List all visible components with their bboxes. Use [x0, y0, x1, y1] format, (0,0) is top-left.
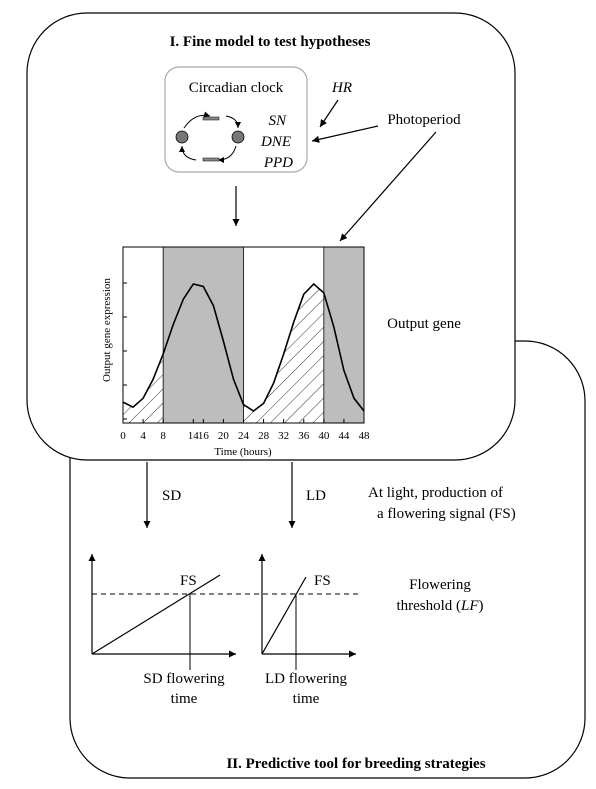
x-tick-label: 16: [198, 430, 210, 442]
hr-arrow: [319, 99, 339, 128]
signal-text-line2: a flowering signal (FS): [377, 506, 516, 522]
panel-top-title: I. Fine model to test hypotheses: [170, 34, 371, 50]
panel-bottom-title: II. Predictive tool for breeding strateg…: [226, 756, 485, 772]
x-tick-label: 32: [278, 430, 289, 442]
chart-y-axis-label: Output gene expression: [101, 278, 113, 382]
factor-sn: SN: [268, 113, 287, 129]
x-tick-label: 14: [188, 430, 200, 442]
sd-label: SD: [162, 488, 181, 504]
clock-gene-a-node: [175, 130, 189, 144]
panel-top-frame: [26, 12, 516, 461]
clock-loop-right-arrow: [225, 115, 241, 129]
dark-period-0: [162, 246, 244, 424]
x-tick-label: 40: [318, 430, 330, 442]
threshold-label-line2: threshold (LF): [396, 598, 483, 614]
ld-accumulation-line: [261, 576, 307, 655]
photoperiod-to-chart-arrow: [339, 131, 437, 242]
signal-text-line1: At light, production of: [368, 485, 503, 501]
promoter-top-icon: [202, 116, 220, 121]
photoperiod-label: Photoperiod: [387, 112, 461, 128]
ld-flowering-time-line2: time: [293, 691, 320, 707]
x-tick-label: 4: [140, 430, 146, 442]
clock-box: [164, 66, 308, 173]
sd-flowering-time-line2: time: [171, 691, 198, 707]
clock-title: Circadian clock: [189, 80, 284, 96]
expression-curve: [122, 282, 365, 412]
x-tick-label: 36: [298, 430, 310, 442]
x-tick-label: 24: [238, 430, 250, 442]
clock-gene-b-node: [231, 130, 245, 144]
output-gene-label: Output gene: [387, 316, 461, 332]
hatched-area-1: [243, 284, 324, 423]
x-tick-label: 0: [120, 430, 126, 442]
fs-label-sd: FS: [180, 573, 197, 589]
hatched-area-0: [123, 353, 164, 423]
x-tick-label: 44: [338, 430, 350, 442]
photoperiod-to-clock-arrow: [311, 125, 379, 143]
dark-period-1: [323, 246, 365, 424]
sd-accumulation-line: [91, 574, 221, 655]
clock-loop-bottom-arrow: [217, 145, 237, 163]
factor-ppd: PPD: [263, 155, 293, 171]
clock-loop-top-arrow: [183, 111, 211, 129]
hr-label: HR: [331, 80, 352, 96]
ld-flowering-time-line1: LD flowering: [265, 671, 348, 687]
promoter-bottom-icon: [202, 157, 220, 162]
clock-loop-left-arrow: [179, 145, 197, 161]
threshold-label-line1: Flowering: [409, 577, 471, 593]
x-tick-label: 20: [218, 430, 230, 442]
factor-dne: DNE: [260, 134, 291, 150]
fs-label-ld: FS: [314, 573, 331, 589]
ld-label: LD: [306, 488, 326, 504]
chart-x-axis-label: Time (hours): [214, 446, 272, 458]
x-tick-label: 28: [258, 430, 270, 442]
x-tick-label: 8: [160, 430, 166, 442]
x-tick-label: 48: [359, 430, 371, 442]
sd-flowering-time-line1: SD flowering: [143, 671, 225, 687]
